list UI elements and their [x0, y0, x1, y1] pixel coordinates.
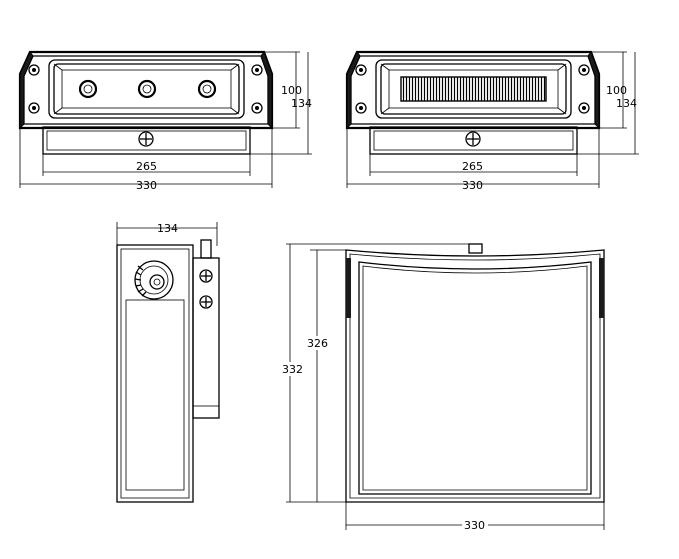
dim-label: 330 [464, 519, 485, 532]
grille-frame-inner [388, 69, 559, 109]
lens-icon [137, 79, 157, 99]
lens-frame [53, 63, 240, 115]
dim-label: 330 [136, 179, 157, 192]
screw-icon [578, 102, 590, 114]
screw-icon [199, 269, 213, 283]
screw-icon [199, 295, 213, 309]
dim-label: 134 [291, 97, 312, 110]
dim-label: 100 [606, 84, 627, 97]
screw-icon [355, 64, 367, 76]
housing-side-right [587, 50, 600, 130]
side-strip-left [346, 258, 351, 318]
side-strip-right [599, 258, 604, 318]
side-view: 134 [116, 222, 220, 503]
dim-label: 134 [616, 97, 637, 110]
dim-label: 330 [462, 179, 483, 192]
rear-frame-inner [349, 253, 601, 499]
mount-bracket-inner [46, 130, 247, 151]
screw-icon [355, 102, 367, 114]
dim-label: 332 [282, 363, 303, 376]
adjust-knob-icon [134, 260, 174, 300]
dim-label: 326 [307, 337, 328, 350]
grille-frame-outer [375, 59, 572, 119]
dim-label: 265 [136, 160, 157, 173]
front-view-lens: 100 134 265 330 [18, 50, 312, 192]
grille-frame [380, 63, 567, 115]
screw-icon [251, 64, 263, 76]
mount-screw-icon [138, 131, 154, 147]
screw-icon [251, 102, 263, 114]
mount-bracket-inner [373, 130, 574, 151]
led-grille [400, 76, 547, 102]
lens-frame-outer [48, 59, 245, 119]
housing-side-right [260, 50, 273, 130]
screw-icon [578, 64, 590, 76]
rear-panel-inner [362, 265, 588, 491]
side-body [116, 244, 194, 503]
lens-frame-inner [61, 69, 232, 109]
rear-frame [345, 249, 605, 503]
front-view-grille: 100 134 265 330 [345, 50, 639, 192]
mount-screw-icon [465, 131, 481, 147]
top-tab [468, 243, 483, 254]
bracket-tab [200, 239, 212, 259]
side-body-inner [120, 248, 190, 499]
rear-view: 326 332 330 [280, 243, 605, 532]
rear-panel [358, 261, 592, 495]
lens-icon [78, 79, 98, 99]
housing-side-left [346, 51, 361, 130]
screw-icon [28, 64, 40, 76]
dim-label: 134 [157, 222, 178, 235]
dim-label: 265 [462, 160, 483, 173]
side-panel [125, 299, 185, 491]
bracket-foot [192, 405, 220, 419]
lens-icon [197, 79, 217, 99]
screw-icon [28, 102, 40, 114]
housing-side-left [19, 51, 34, 130]
dim-label: 100 [281, 84, 302, 97]
